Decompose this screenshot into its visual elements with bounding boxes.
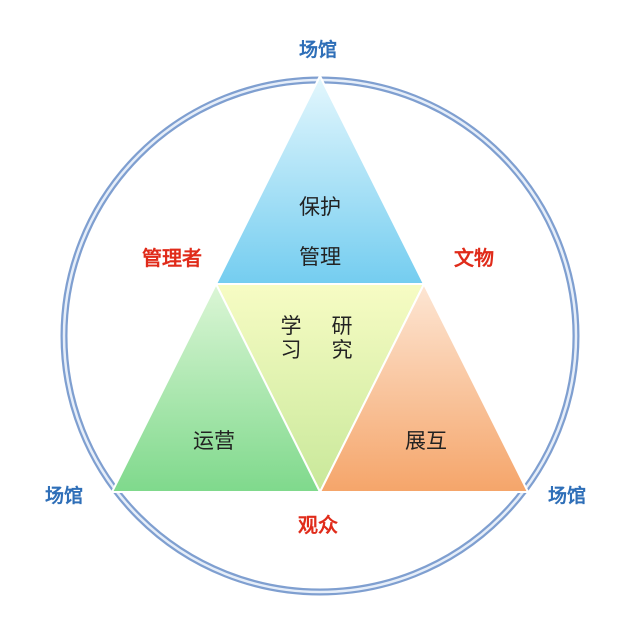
corner-label-top: 场馆 — [299, 38, 337, 61]
right-triangle — [318, 281, 530, 493]
edge-label-bottom: 观众 — [298, 513, 338, 537]
left-triangle — [110, 281, 322, 493]
left-triangle-label: 运营 — [193, 429, 235, 453]
top-triangle-line1: 保护 — [299, 195, 341, 219]
center-col1-top: 学 — [281, 314, 302, 338]
edge-label-right: 文物 — [454, 246, 494, 270]
edge-label-left: 管理者 — [142, 246, 202, 270]
top-triangle-line2: 管理 — [299, 245, 341, 269]
corner-label-right: 场馆 — [548, 484, 586, 507]
center-col1-bottom: 习 — [281, 338, 302, 362]
center-col2-top: 研 — [332, 314, 353, 338]
center-col2-bottom: 究 — [332, 338, 353, 362]
corner-label-left: 场馆 — [45, 484, 83, 507]
right-triangle-label: 展互 — [405, 429, 447, 453]
